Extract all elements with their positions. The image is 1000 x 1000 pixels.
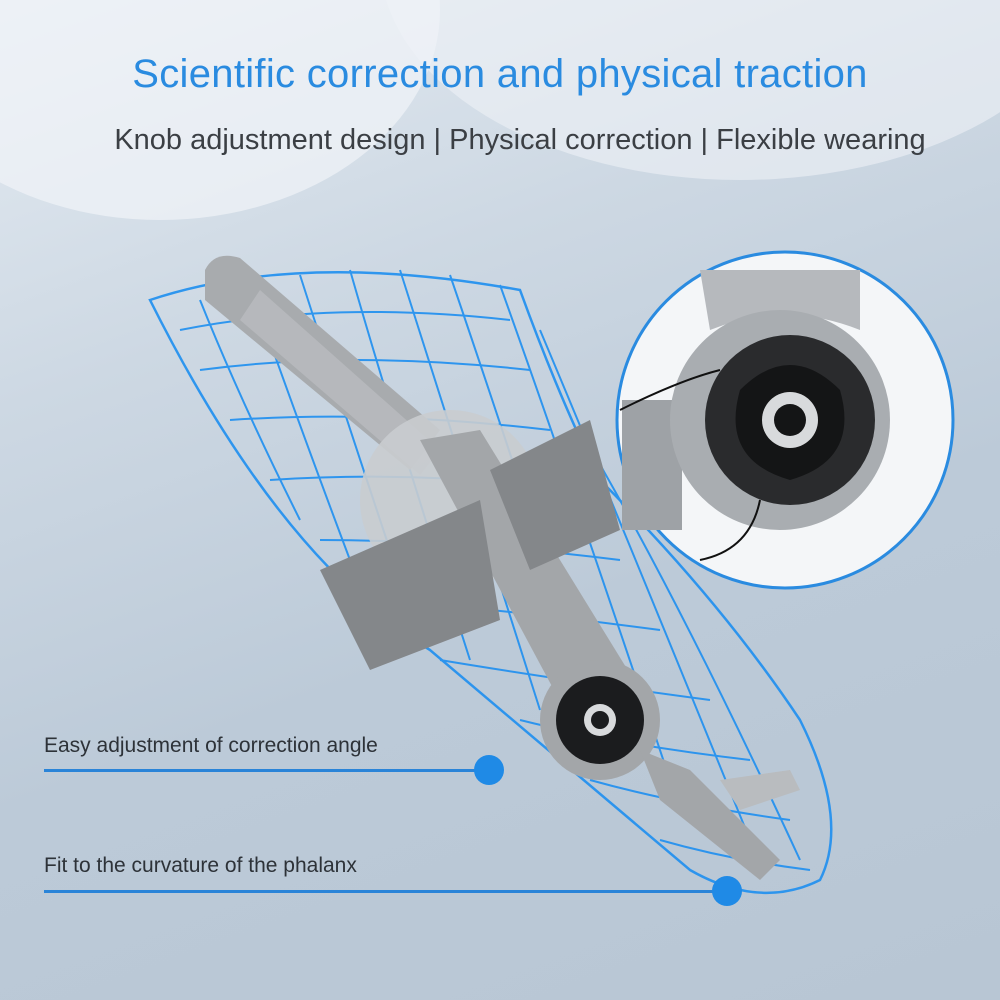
callout-line [44, 769, 484, 772]
callout-dot [712, 876, 742, 906]
page-subtitle: Knob adjustment design | Physical correc… [114, 124, 926, 156]
callout-label-adjustment: Easy adjustment of correction angle [44, 734, 378, 757]
callout-label-curvature: Fit to the curvature of the phalanx [44, 854, 357, 877]
splint-device [205, 255, 800, 880]
callout-dot [474, 755, 504, 785]
knob-closeup-inset [615, 250, 955, 590]
callout-line [44, 890, 724, 893]
page-title: Scientific correction and physical tract… [132, 52, 868, 96]
